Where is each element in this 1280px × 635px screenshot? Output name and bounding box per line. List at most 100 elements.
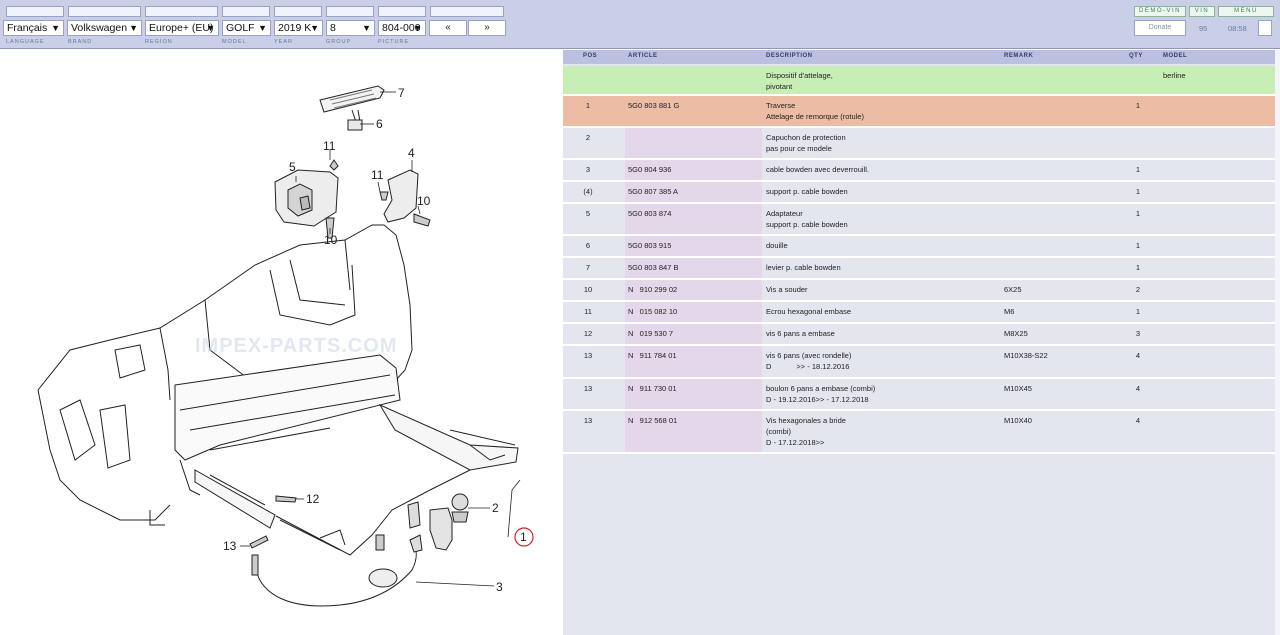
- column-remark: REMARK: [1004, 53, 1034, 59]
- description-cell: Adaptateur support p. cable bowden: [766, 209, 848, 229]
- article-cell[interactable]: N 015 082 10: [628, 307, 678, 316]
- header-strip: [274, 6, 322, 17]
- right-edge-strip: [1275, 50, 1280, 635]
- pos-cell: 1: [585, 101, 591, 110]
- article-cell-background: [625, 182, 762, 202]
- article-cell[interactable]: 5G0 804 936: [628, 165, 672, 174]
- picture-select[interactable]: 804-000▼: [378, 20, 426, 36]
- article-cell[interactable]: 5G0 807 385 A: [628, 187, 679, 196]
- qty-cell: 1: [1135, 241, 1141, 250]
- demo-vin-button[interactable]: DEMO-VIN: [1134, 6, 1186, 17]
- donate-button[interactable]: Donate: [1134, 20, 1186, 36]
- article-cell[interactable]: N 910 299 02: [628, 285, 678, 294]
- previous-picture-button[interactable]: «: [429, 20, 467, 36]
- bushing-part: [347, 119, 363, 131]
- cable-support-bracket: [383, 169, 419, 223]
- qty-cell: 4: [1135, 416, 1141, 425]
- pos-cell: 13: [583, 416, 593, 425]
- region-select[interactable]: Europe+ (EU)▼: [145, 20, 219, 36]
- article-cell[interactable]: N 019 530 7: [628, 329, 674, 338]
- group-row[interactable]: Dispositif d'attelage, pivotant berline: [563, 66, 1275, 96]
- qty-cell: 3: [1135, 329, 1141, 338]
- qty-cell: 4: [1135, 384, 1141, 393]
- article-cell-background: [625, 236, 762, 256]
- brand-select[interactable]: Volkswagen▼: [67, 20, 142, 36]
- model-cell: berline: [1163, 71, 1186, 80]
- brand-label: BRAND: [68, 39, 93, 45]
- model-value: GOLF: [226, 22, 255, 34]
- watermark-text: IMPEX-PARTS.COM: [195, 335, 397, 357]
- language-select[interactable]: Français▼: [3, 20, 64, 36]
- parts-table-header: POS ARTICLE DESCRIPTION REMARK QTY MODEL: [563, 50, 1275, 64]
- description-cell: boulon 6 pans a embase (combi) D - 19.12…: [766, 384, 876, 404]
- article-cell[interactable]: N 912 568 01: [628, 416, 678, 425]
- article-cell[interactable]: 5G0 803 881 G: [628, 101, 680, 110]
- article-cell[interactable]: 5G0 803 847 B: [628, 263, 679, 272]
- callout-6: 6: [376, 117, 383, 131]
- pos-cell: 13: [583, 384, 593, 393]
- model-select[interactable]: GOLF▼: [222, 20, 271, 36]
- picture-value: 804-000: [382, 22, 421, 34]
- year-value: 2019 K: [278, 22, 312, 34]
- article-cell[interactable]: 5G0 803 874: [628, 209, 672, 218]
- header-strip: [378, 6, 426, 17]
- qty-cell: 4: [1135, 351, 1141, 360]
- callout-10: 10: [324, 233, 338, 247]
- article-cell-background: [625, 258, 762, 278]
- callout-10: 10: [417, 194, 431, 208]
- callout-5: 5: [289, 160, 296, 174]
- chevron-down-icon: ▼: [310, 23, 319, 33]
- article-cell[interactable]: N 911 784 01: [628, 351, 677, 360]
- article-cell[interactable]: 5G0 803 915: [628, 241, 672, 250]
- qty-cell: 1: [1135, 209, 1141, 218]
- header-strip: [145, 6, 218, 17]
- pos-cell: 6: [585, 241, 591, 250]
- description-cell: Dispositif d'attelage, pivotant: [766, 71, 833, 91]
- description-cell: vis 6 pans a embase: [766, 329, 835, 338]
- column-article: ARTICLE: [628, 53, 658, 59]
- remark-cell: M10X38-S22: [1004, 351, 1048, 360]
- description-cell: Vis a souder: [766, 285, 808, 294]
- group-label: GROUP: [326, 39, 352, 45]
- chevron-down-icon: ▼: [129, 23, 138, 33]
- diagram-drawing: IMPEX-PARTS.COM 7 6 11 5 4 11 10 10 2 12…: [37, 85, 534, 607]
- year-label: YEAR: [274, 39, 293, 45]
- next-picture-button[interactable]: »: [468, 20, 506, 36]
- article-cell[interactable]: N 911 730 01: [628, 384, 677, 393]
- table-row[interactable]: 13 N 911 730 01 boulon 6 pans a embase (co…: [563, 379, 1275, 411]
- qty-cell: 1: [1135, 307, 1141, 316]
- vin-button[interactable]: VIN: [1189, 6, 1215, 17]
- article-cell-background: [625, 128, 762, 158]
- description-cell: support p. cable bowden: [766, 187, 848, 196]
- region-label: REGION: [145, 39, 173, 45]
- remark-cell: M8X25: [1004, 329, 1028, 338]
- header-strip: [430, 6, 504, 17]
- header-strip: [222, 6, 270, 17]
- tow-ball-hook: [429, 507, 453, 551]
- year-select[interactable]: 2019 K▼: [274, 20, 323, 36]
- chevron-down-icon: ▼: [258, 23, 267, 33]
- callout-3: 3: [496, 580, 503, 594]
- article-cell-background: [625, 160, 762, 180]
- group-select[interactable]: 8▼: [326, 20, 375, 36]
- corner-box[interactable]: [1258, 20, 1272, 36]
- pos-cell: 7: [585, 263, 591, 272]
- pos-cell: 3: [585, 165, 591, 174]
- menu-button[interactable]: MENU: [1218, 6, 1274, 17]
- parts-table: POS ARTICLE DESCRIPTION REMARK QTY MODEL…: [563, 50, 1275, 635]
- model-label: MODEL: [222, 39, 247, 45]
- callout-1-highlight[interactable]: [514, 527, 534, 547]
